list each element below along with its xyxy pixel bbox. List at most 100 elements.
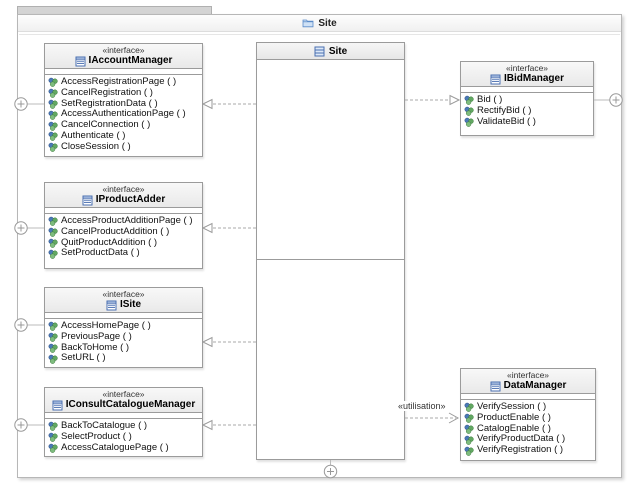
operation-icon	[48, 421, 58, 432]
operation-row[interactable]: CancelProductAddition ( )	[48, 225, 202, 238]
frame-title: Site	[318, 17, 337, 29]
interface-icon	[490, 74, 501, 85]
operation-label: BackToHome ( )	[61, 341, 130, 353]
operation-icon	[48, 110, 58, 120]
component-compartment-divider	[257, 259, 404, 260]
interface-icon	[82, 195, 93, 206]
interface-box-iaccountmanager[interactable]: «interface» IAccountManager AccessRegist…	[44, 43, 203, 157]
operation-icon	[48, 227, 58, 238]
operation-row[interactable]: ProductEnable ( )	[464, 411, 595, 424]
operation-icon	[48, 238, 58, 248]
operation-row[interactable]: VerifySession ( )	[464, 401, 595, 413]
operation-icon	[48, 88, 58, 99]
operation-label: AccessProductAdditionPage ( )	[61, 215, 193, 226]
stereotype-label: «interface»	[102, 389, 145, 399]
class-icon	[314, 46, 325, 57]
attributes-compartment	[461, 87, 593, 93]
operation-label: CancelProductAddition ( )	[61, 225, 170, 237]
operation-row[interactable]: AccessRegistrationPage ( )	[48, 76, 202, 88]
operation-row[interactable]: BackToCatalogue ( )	[48, 420, 202, 432]
operation-label: SelectProduct ( )	[61, 430, 132, 442]
operation-icon	[464, 117, 474, 127]
operations-compartment: AccessProductAdditionPage ( ) CancelProd…	[45, 214, 202, 268]
operations-compartment: Bid ( ) RectifyBid ( ) ValidateBid ( )	[461, 93, 593, 135]
stereotype-label: «interface»	[505, 63, 549, 73]
operation-label: CloseSession ( )	[61, 140, 131, 152]
dependency-stereotype-label[interactable]: «utilisation»	[397, 401, 447, 411]
operation-icon	[48, 332, 58, 343]
interface-box-datamanager[interactable]: «interface» DataManager VerifySession ( …	[460, 368, 596, 461]
folder-icon	[302, 18, 314, 28]
operations-compartment: AccessHomePage ( ) PreviousPage ( ) Back…	[45, 319, 202, 367]
attributes-compartment	[45, 208, 202, 214]
frame-tab[interactable]	[17, 6, 212, 15]
operation-row[interactable]: BackToHome ( )	[48, 341, 202, 354]
interface-header: «interface» DataManager	[461, 369, 595, 394]
operation-row[interactable]: SetProductData ( )	[48, 248, 202, 259]
operation-row[interactable]: Authenticate ( )	[48, 130, 202, 142]
operation-row[interactable]: CancelConnection ( )	[48, 119, 202, 131]
operation-label: RectifyBid ( )	[477, 104, 532, 116]
interface-icon	[52, 400, 63, 411]
operation-icon	[464, 95, 474, 106]
stereotype-label: «interface»	[102, 289, 145, 299]
operation-label: AccessRegistrationPage ( )	[61, 76, 177, 87]
operation-label: SetProductData ( )	[61, 247, 140, 259]
stereotype-label: «interface»	[102, 184, 145, 194]
operation-row[interactable]: VerifyProductData ( )	[464, 434, 595, 445]
interface-box-isite[interactable]: «interface» ISite AccessHomePage ( )	[44, 287, 203, 368]
operation-row[interactable]: ValidateBid ( )	[464, 115, 593, 128]
operation-row[interactable]: QuitProductAddition ( )	[48, 236, 202, 249]
operation-label: CancelRegistration ( )	[61, 86, 153, 98]
interface-icon	[106, 300, 117, 311]
operation-row[interactable]: CatalogEnable ( )	[464, 423, 595, 435]
interface-header: «interface» IConsultCatalogueManager	[45, 388, 202, 413]
operation-row[interactable]: SetRegistrationData ( )	[48, 98, 202, 110]
operation-row[interactable]: RectifyBid ( )	[464, 104, 593, 117]
operation-icon	[48, 77, 58, 88]
interface-name: DataManager	[503, 380, 567, 391]
interface-name: IBidManager	[503, 73, 564, 84]
operation-row[interactable]: PreviousPage ( )	[48, 330, 202, 343]
interface-name: IProductAdder	[95, 194, 166, 205]
operation-row[interactable]: CancelRegistration ( )	[48, 86, 202, 99]
operations-compartment: VerifySession ( ) ProductEnable ( ) Cata…	[461, 400, 595, 460]
operation-label: PreviousPage ( )	[61, 330, 132, 342]
operation-row[interactable]: SelectProduct ( )	[48, 430, 202, 443]
interface-name: IConsultCatalogueManager	[65, 399, 196, 410]
interface-header: «interface» IBidManager	[461, 62, 593, 87]
operation-label: ValidateBid ( )	[477, 115, 536, 127]
operation-icon	[48, 432, 58, 443]
interface-icon	[490, 381, 501, 392]
operation-row[interactable]: SetURL ( )	[48, 353, 202, 364]
component-header[interactable]: Site	[257, 43, 404, 60]
interface-box-iproductadder[interactable]: «interface» IProductAdder AccessProductA…	[44, 182, 203, 269]
operation-icon	[464, 424, 474, 434]
operation-row[interactable]: Bid ( )	[464, 94, 593, 106]
operation-row[interactable]: AccessCataloguePage ( )	[48, 441, 202, 454]
frame-header-underline	[19, 34, 620, 35]
stereotype-label: «interface»	[102, 45, 145, 55]
frame-header[interactable]: Site	[18, 15, 621, 32]
operation-label: ProductEnable ( )	[477, 411, 551, 423]
interface-icon	[75, 56, 86, 67]
operation-label: QuitProductAddition ( )	[61, 236, 158, 248]
component-box-site[interactable]: Site	[256, 42, 405, 460]
interface-header: «interface» IProductAdder	[45, 183, 202, 208]
interface-box-iconsultcataloguemanager[interactable]: «interface» IConsultCatalogueManager Bac…	[44, 387, 203, 457]
operation-icon	[48, 121, 58, 131]
operation-row[interactable]: AccessProductAdditionPage ( )	[48, 215, 202, 227]
operation-icon	[48, 99, 58, 109]
operation-row[interactable]: AccessHomePage ( )	[48, 320, 202, 332]
operation-label: VerifyRegistration ( )	[477, 444, 564, 456]
operation-icon	[464, 413, 474, 424]
operation-label: SetURL ( )	[61, 352, 106, 364]
operation-label: VerifySession ( )	[477, 401, 547, 412]
operation-row[interactable]: AccessAuthenticationPage ( )	[48, 109, 202, 120]
operation-icon	[464, 435, 474, 445]
operation-label: AccessCataloguePage ( )	[61, 441, 169, 453]
operations-compartment: AccessRegistrationPage ( ) CancelRegistr…	[45, 75, 202, 156]
operation-row[interactable]: CloseSession ( )	[48, 140, 202, 153]
operation-row[interactable]: VerifyRegistration ( )	[464, 444, 595, 456]
interface-box-ibidmanager[interactable]: «interface» IBidManager Bid ( )	[460, 61, 594, 136]
